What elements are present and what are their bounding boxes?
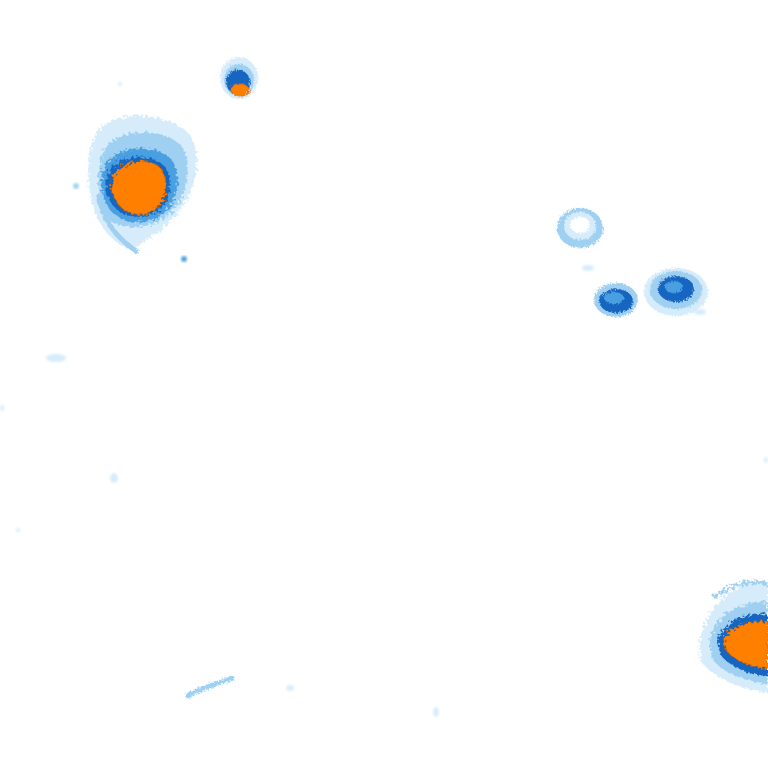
storm-cell-northwest xyxy=(88,115,197,255)
cell-inner xyxy=(604,292,624,304)
speck xyxy=(433,707,439,717)
precip-streak-south xyxy=(185,675,235,699)
speck xyxy=(46,354,66,362)
scattered-specks xyxy=(0,82,768,717)
storm-cell-east-ring xyxy=(557,208,603,248)
cell-heavy-core xyxy=(230,83,250,97)
streak xyxy=(185,675,235,699)
cell-inner xyxy=(665,281,683,293)
speck xyxy=(0,405,4,411)
speck xyxy=(181,256,187,262)
speck xyxy=(110,473,118,483)
speck xyxy=(16,528,20,532)
storm-cell-north-small xyxy=(220,57,258,99)
speck xyxy=(286,685,294,691)
cell-heavy-core xyxy=(110,161,167,215)
speck xyxy=(73,183,79,189)
storm-cell-southeast xyxy=(700,580,768,692)
cell-outflow-arc xyxy=(712,580,768,600)
speck xyxy=(764,457,768,463)
speck xyxy=(582,265,594,271)
storm-cell-east-right xyxy=(644,268,708,316)
cell-outflow-arc xyxy=(95,195,140,255)
speck xyxy=(694,309,706,315)
cell-ring-center xyxy=(570,217,590,233)
speck xyxy=(118,82,122,86)
cell-heavy-core xyxy=(723,621,768,669)
storm-cell-east-middle xyxy=(594,283,638,317)
